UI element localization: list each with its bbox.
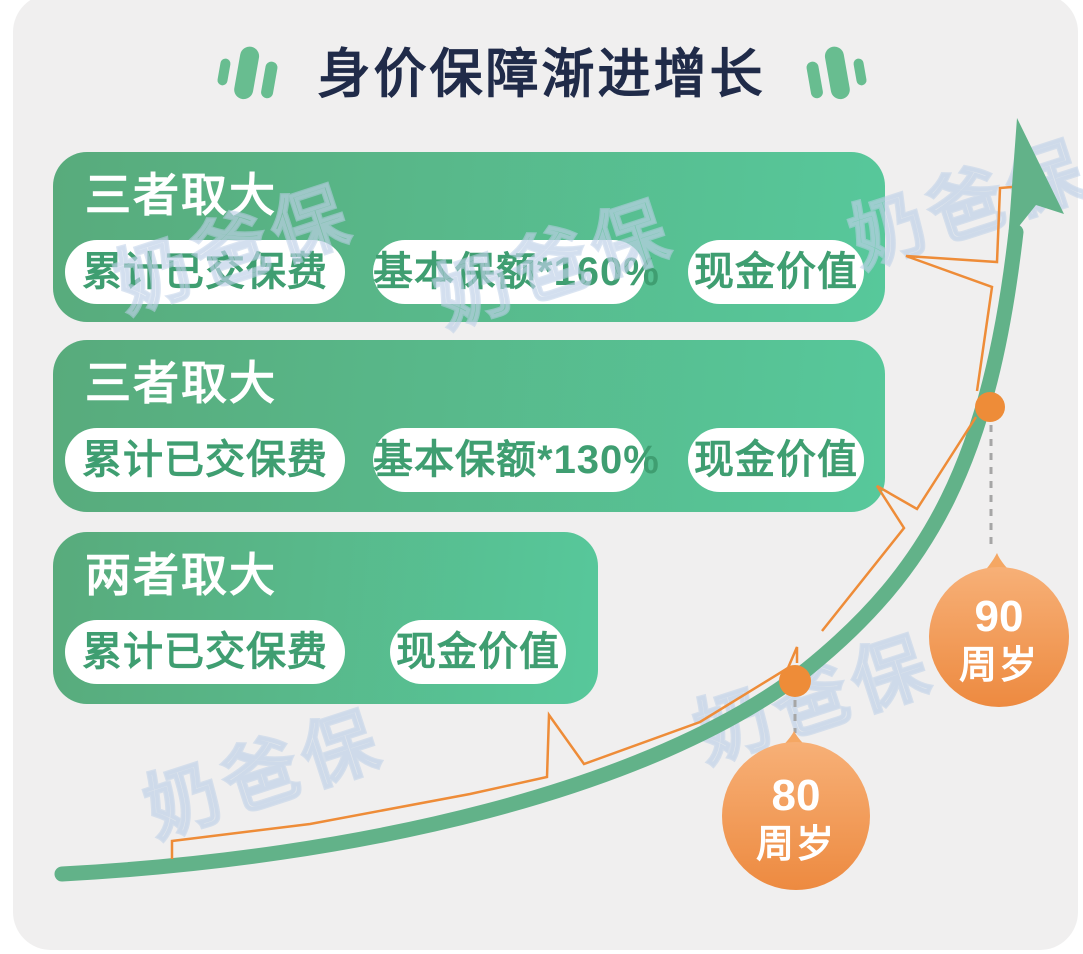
pill-paid-premium: 累计已交保费 [65,240,345,304]
pill-basic-amount-130: 基本保额*130% [373,428,659,492]
tier-card-two-heading: 两者取大 [85,549,277,601]
orange-bracket-middle [821,416,978,632]
balloon-80-age: 80 [772,771,821,820]
orange-bracket-upper [905,185,1013,392]
tier-card-160-pills: 累计已交保费 基本保额*160% 现金价值 [65,240,864,304]
curve-dot-80 [779,665,811,697]
curve-dot-90 [975,392,1005,422]
balloon-80-suffix: 周岁 [756,824,836,866]
tier-card-two-pills: 累计已交保费 现金价值 [65,620,566,684]
tier-card-130: 三者取大 累计已交保费 基本保额*130% 现金价值 [53,340,885,512]
balloon-80-body [722,742,870,890]
pill-paid-premium: 累计已交保费 [65,620,345,684]
orange-bracket-lower [170,646,799,859]
tier-card-160: 三者取大 累计已交保费 基本保额*160% 现金价值 [53,152,885,322]
title-bars-left-icon [216,46,277,100]
balloon-90-suffix: 周岁 [959,645,1039,687]
pill-paid-premium: 累计已交保费 [65,428,345,492]
title-bars-right-icon [806,46,867,100]
pill-cash-value: 现金价值 [390,620,566,684]
milestone-balloon-90: 90 周岁 [929,553,1069,707]
milestone-balloon-80: 80 周岁 [722,731,870,890]
tier-card-130-heading: 三者取大 [85,357,277,409]
balloon-90-body [929,567,1069,707]
pill-cash-value: 现金价值 [688,240,864,304]
page-title: 身价保障渐进增长 [317,44,766,104]
pill-cash-value: 现金价值 [688,428,864,492]
pill-basic-amount-160: 基本保额*160% [373,240,659,304]
tier-card-two: 两者取大 累计已交保费 现金价值 [53,532,598,704]
title-bar: 身价保障渐进增长 [0,38,1083,110]
growth-curve [54,224,1024,882]
tier-card-160-heading: 三者取大 [85,169,277,221]
tier-card-130-pills: 累计已交保费 基本保额*130% 现金价值 [65,428,864,492]
arrow-head-icon [1008,118,1064,240]
balloon-90-age: 90 [975,592,1024,641]
